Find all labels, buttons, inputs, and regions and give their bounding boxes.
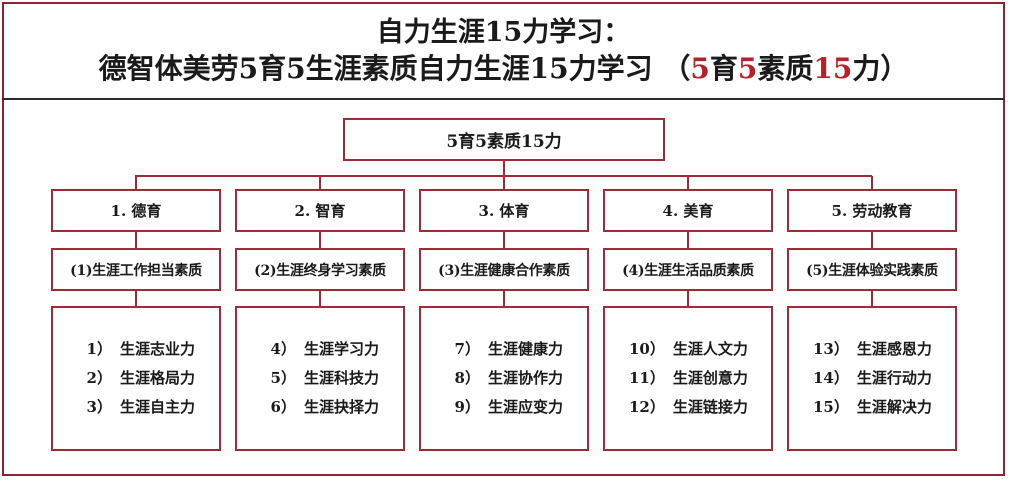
ability-label: 生涯感恩力 (856, 340, 932, 358)
ability-item: 2） 生涯格局力 (77, 364, 195, 393)
ability-number: 1） (86, 340, 112, 358)
ability-number: 15） (813, 398, 849, 416)
ability-number: 11） (629, 369, 665, 387)
ability-label: 生涯人文力 (672, 340, 748, 358)
ability-label: 生涯志业力 (119, 340, 195, 358)
ability-label: 生涯抉择力 (303, 398, 379, 416)
ability-number: 4） (270, 340, 296, 358)
ability-label: 生涯创意力 (672, 369, 748, 387)
ability-label: 生涯格局力 (119, 369, 195, 387)
quality-box-3: (3)生涯健康合作素质 (419, 248, 589, 291)
quality-box-5: (5)生涯体验实践素质 (787, 248, 957, 291)
ability-number: 6） (270, 398, 296, 416)
root-node: 5育5素质15力 (343, 118, 665, 161)
ability-label: 生涯健康力 (487, 340, 563, 358)
ability-number: 8） (454, 369, 480, 387)
quality-box-4: (4)生涯生活品质素质 (603, 248, 773, 291)
title-suzhi: 素质 (757, 52, 814, 85)
ability-item: 14） 生涯行动力 (813, 364, 932, 393)
ability-item: 4） 生涯学习力 (261, 335, 379, 364)
ability-label: 生涯学习力 (303, 340, 379, 358)
ability-number: 10） (629, 340, 665, 358)
ability-label: 生涯自主力 (119, 398, 195, 416)
ability-item: 5） 生涯科技力 (261, 364, 379, 393)
ability-label: 生涯链接力 (672, 398, 748, 416)
title-paren-open: （ (662, 52, 691, 85)
ability-number: 3） (86, 398, 112, 416)
ability-item: 13） 生涯感恩力 (813, 335, 932, 364)
quality-box-1: (1)生涯工作担当素质 (51, 248, 221, 291)
abilities-box-3: 7） 生涯健康力 8） 生涯协作力 9） 生涯应变力 (419, 306, 589, 451)
ability-item: 10） 生涯人文力 (629, 335, 748, 364)
ability-item: 1） 生涯志业力 (77, 335, 195, 364)
domain-box-4: 4. 美育 (603, 189, 773, 232)
abilities-box-1: 1） 生涯志业力 2） 生涯格局力 3） 生涯自主力 (51, 306, 221, 451)
outer-frame (2, 2, 1005, 476)
ability-item: 9） 生涯应变力 (445, 393, 563, 422)
ability-number: 13） (813, 340, 849, 358)
ability-number: 14） (813, 369, 849, 387)
ability-item: 6） 生涯抉择力 (261, 393, 379, 422)
header: 自力生涯15力学习： 德智体美劳5育5生涯素质自力生涯15力学习 （5育5素质1… (2, 2, 1005, 100)
ability-label: 生涯科技力 (303, 369, 379, 387)
title-five-a: 5 (690, 52, 710, 85)
title-li: 力 (852, 52, 881, 85)
quality-box-2: (2)生涯终身学习素质 (235, 248, 405, 291)
title-line-1: 自力生涯15力学习： (376, 17, 631, 48)
ability-number: 2） (86, 369, 112, 387)
domain-box-1: 1. 德育 (51, 189, 221, 232)
ability-item: 12） 生涯链接力 (629, 393, 748, 422)
ability-number: 12） (629, 398, 665, 416)
title-fifteen: 15 (813, 52, 853, 85)
ability-label: 生涯协作力 (487, 369, 563, 387)
ability-item: 8） 生涯协作力 (445, 364, 563, 393)
ability-number: 5） (270, 369, 296, 387)
abilities-box-4: 10） 生涯人文力 11） 生涯创意力 12） 生涯链接力 (603, 306, 773, 451)
title-five-b: 5 (737, 52, 758, 85)
title-yu: 育 (709, 52, 738, 85)
title-main: 德智体美劳5育5生涯素质自力生涯15力学习 (98, 52, 653, 85)
ability-label: 生涯解决力 (856, 398, 932, 416)
ability-item: 11） 生涯创意力 (629, 364, 748, 393)
ability-item: 15） 生涯解决力 (813, 393, 932, 422)
ability-number: 9） (454, 398, 480, 416)
title-paren-close: ） (880, 52, 909, 85)
ability-number: 7） (454, 340, 480, 358)
domain-box-5: 5. 劳动教育 (787, 189, 957, 232)
ability-item: 3） 生涯自主力 (77, 393, 195, 422)
ability-label: 生涯行动力 (856, 369, 932, 387)
title-line-2: 德智体美劳5育5生涯素质自力生涯15力学习 （5育5素质15力） (2, 52, 1005, 86)
abilities-box-5: 13） 生涯感恩力 14） 生涯行动力 15） 生涯解决力 (787, 306, 957, 451)
abilities-box-2: 4） 生涯学习力 5） 生涯科技力 6） 生涯抉择力 (235, 306, 405, 451)
domain-box-2: 2. 智育 (235, 189, 405, 232)
domain-box-3: 3. 体育 (419, 189, 589, 232)
ability-label: 生涯应变力 (487, 398, 563, 416)
ability-item: 7） 生涯健康力 (445, 335, 563, 364)
